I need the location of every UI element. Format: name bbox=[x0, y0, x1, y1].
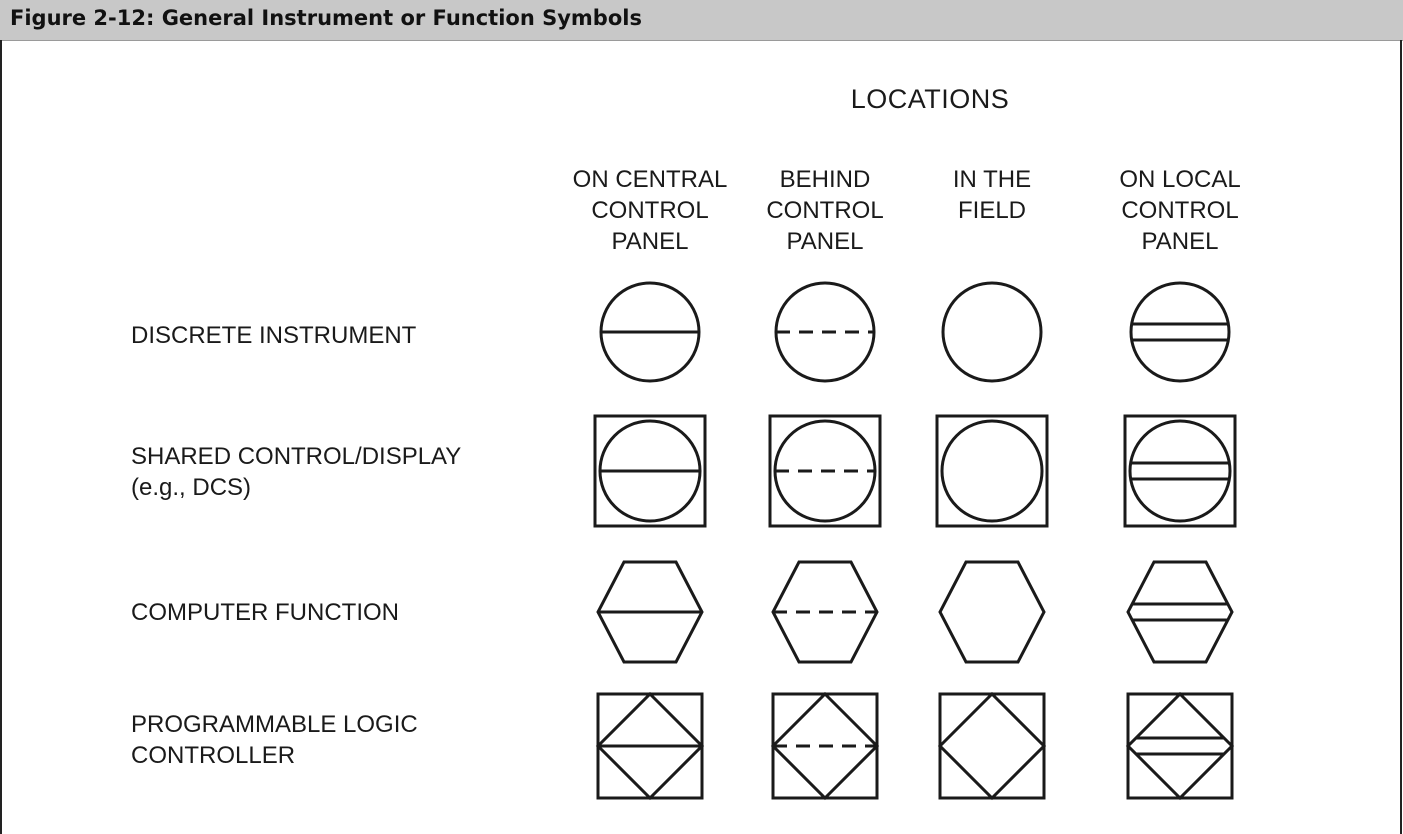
row-label-shared-control: SHARED CONTROL/DISPLAY (e.g., DCS) bbox=[131, 443, 462, 501]
figure-title: Figure 2-12: General Instrument or Funct… bbox=[10, 6, 642, 30]
symbol-r4-c3-square bbox=[938, 692, 1046, 800]
column-heading-behind: BEHIND CONTROL PANEL bbox=[766, 166, 884, 255]
symbol-r4-c2-diamond bbox=[770, 691, 880, 801]
symbol-r2-c4-circle bbox=[1128, 419, 1232, 523]
symbol-r4-c3-diamond bbox=[937, 691, 1047, 801]
symbol-r2-c3-circle bbox=[940, 419, 1044, 523]
column-heading-field: IN THE FIELD bbox=[952, 166, 1032, 224]
symbol-r2-c2-square bbox=[768, 414, 882, 528]
symbol-r4-c1-diamond bbox=[595, 691, 705, 801]
frame-left-border bbox=[0, 40, 2, 834]
symbol-r1-c3-circle bbox=[941, 281, 1043, 383]
symbol-r2-c3-square bbox=[935, 414, 1049, 528]
column-heading-central: ON CENTRAL CONTROL PANEL bbox=[572, 166, 728, 255]
symbol-r4-c4-square bbox=[1126, 692, 1234, 800]
figure-header-bar: Figure 2-12: General Instrument or Funct… bbox=[0, 0, 1403, 41]
symbol-r4-c4-diamond bbox=[1125, 691, 1235, 801]
frame-right-border bbox=[1400, 40, 1402, 834]
row-label-discrete-instrument: DISCRETE INSTRUMENT bbox=[131, 322, 417, 349]
locations-heading: LOCATIONS bbox=[850, 84, 1010, 114]
column-heading-local: ON LOCAL CONTROL PANEL bbox=[1119, 166, 1241, 255]
symbol-r1-c4-circle bbox=[1129, 281, 1231, 383]
row-label-computer-function: COMPUTER FUNCTION bbox=[131, 599, 399, 626]
row-label-plc: PROGRAMMABLE LOGIC CONTROLLER bbox=[131, 711, 418, 769]
symbol-r3-c4-hexagon bbox=[1126, 560, 1234, 664]
symbol-r2-c1-square bbox=[593, 414, 707, 528]
symbol-r2-c4-square bbox=[1123, 414, 1237, 528]
symbol-r3-c3-hexagon bbox=[938, 560, 1046, 664]
